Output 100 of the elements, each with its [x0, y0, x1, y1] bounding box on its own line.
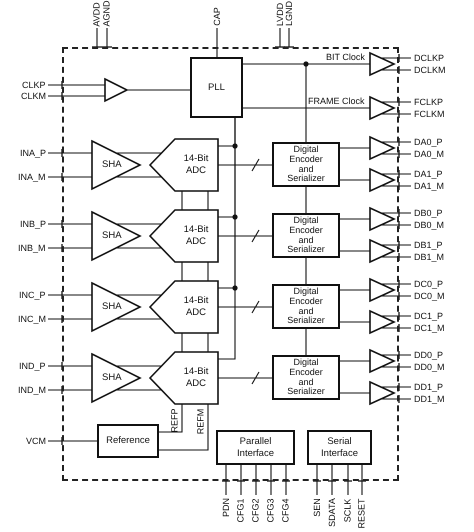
- pin-label: DB0_P: [414, 208, 443, 218]
- pin-label: DCLKM: [414, 66, 446, 74]
- interface-block: Parallel Interface: [216, 430, 295, 465]
- pin-label: PDN: [222, 498, 230, 517]
- pin-label: CFG4: [282, 498, 290, 522]
- pin-label: CFG3: [266, 498, 276, 522]
- connector-line: [218, 306, 272, 308]
- connector-line: [380, 141, 411, 143]
- encoder-serializer-block: Digital Encoder and Serializer: [272, 213, 340, 258]
- adc-block: 14-Bit ADC: [150, 352, 218, 404]
- connector-line: [340, 218, 370, 220]
- driver-triangle: [370, 240, 394, 262]
- driver-triangle: [370, 53, 394, 75]
- connector-line: [380, 315, 411, 317]
- pll-block: PLL: [190, 57, 243, 118]
- pin-label: AGND: [102, 0, 112, 26]
- connector-line: [225, 465, 227, 495]
- connector-line: [380, 354, 411, 356]
- pin-label: DC1_M: [414, 324, 445, 332]
- connector-line: [279, 28, 281, 47]
- driver-triangle: [370, 350, 394, 372]
- connector-line: [380, 212, 411, 214]
- encoder-serializer-block: Digital Encoder and Serializer: [272, 142, 340, 187]
- pin-label: CLKP: [22, 80, 46, 90]
- pin-label: CFG1: [236, 498, 246, 522]
- connector-line: [218, 164, 272, 166]
- connector-line: [380, 57, 411, 59]
- connector-line: [181, 332, 209, 353]
- pin-label: SEN: [312, 498, 322, 517]
- pin-label: FCLKM: [414, 110, 445, 118]
- edge-label: REFM: [196, 407, 206, 435]
- pin-label: INA_M: [18, 172, 46, 182]
- connector-line: [48, 389, 92, 391]
- connector-line: [340, 321, 370, 323]
- pin-label: DA0_P: [414, 138, 443, 146]
- pin-label: DB1_M: [414, 252, 444, 262]
- pin-label: CFG2: [252, 498, 260, 522]
- connector-line: [380, 386, 411, 388]
- pin-label: DCLKP: [414, 54, 444, 62]
- connector-line: [380, 366, 411, 368]
- edge-label: FRAME Clock: [307, 97, 366, 106]
- driver-triangle: [370, 97, 394, 119]
- connector-line: [380, 101, 411, 103]
- pin-label: SDATA: [327, 498, 336, 527]
- reference-block: Reference: [97, 424, 159, 458]
- connector-line: [340, 250, 370, 252]
- sha-amplifier: SHA: [92, 141, 140, 189]
- driver-triangle: [370, 382, 394, 404]
- pin-label: DC0_M: [414, 292, 445, 300]
- clock-buffer-triangle: [105, 79, 127, 101]
- adc-block: 14-Bit ADC: [150, 139, 218, 191]
- pin-label: INC_M: [18, 314, 46, 324]
- connector-line: [48, 247, 92, 249]
- connector-line: [216, 28, 218, 57]
- connector-line: [380, 244, 411, 246]
- connector-line: [380, 185, 411, 187]
- pin-label: DD0_M: [414, 362, 445, 372]
- pin-label: DB1_P: [414, 240, 443, 250]
- connector-line: [218, 118, 236, 360]
- pin-label: SCLK: [343, 498, 352, 522]
- connector-line: [340, 179, 370, 181]
- pin-label: CLKM: [21, 92, 46, 100]
- connector-line: [181, 261, 209, 282]
- connector-line: [288, 28, 290, 47]
- pin-label: DA0_M: [414, 150, 444, 158]
- driver-triangle: [370, 311, 394, 333]
- pin-label: INB_P: [20, 220, 46, 228]
- pin-label: INA_P: [20, 148, 46, 158]
- pin-label: LVDD: [276, 2, 285, 26]
- connector-line: [380, 295, 411, 297]
- connector-line: [380, 256, 411, 258]
- pin-label: DC0_P: [414, 280, 444, 288]
- pin-label: IND_P: [19, 362, 46, 370]
- connector-line: [380, 69, 411, 71]
- connector-line: [285, 465, 287, 495]
- connector-line: [106, 28, 108, 47]
- connector-line: [380, 113, 411, 115]
- interface-block: Serial Interface: [307, 430, 372, 465]
- connector-line: [331, 465, 333, 495]
- connector-line: [361, 465, 363, 495]
- pin-label: VCM: [26, 436, 46, 446]
- pin-label: DA1_P: [414, 170, 443, 178]
- connector-line: [48, 95, 105, 97]
- pin-label: DC1_P: [414, 312, 444, 320]
- connector-line: [181, 190, 209, 211]
- connector-line: [48, 294, 92, 296]
- connector-line: [340, 392, 370, 394]
- driver-triangle: [370, 279, 394, 301]
- pin-label: CAP: [212, 7, 222, 26]
- encoder-serializer-block: Digital Encoder and Serializer: [272, 355, 340, 400]
- connector-line: [48, 84, 105, 86]
- pin-label: AVDD: [92, 2, 102, 26]
- connector-line: [316, 465, 318, 495]
- edge-label: REFP: [170, 407, 180, 433]
- connector-line: [48, 318, 92, 320]
- connector-line: [48, 223, 92, 225]
- pin-label: IND_M: [18, 386, 46, 394]
- connector-line: [48, 176, 92, 178]
- edge-label: BIT Clock: [325, 53, 366, 62]
- connector-line: [340, 360, 370, 362]
